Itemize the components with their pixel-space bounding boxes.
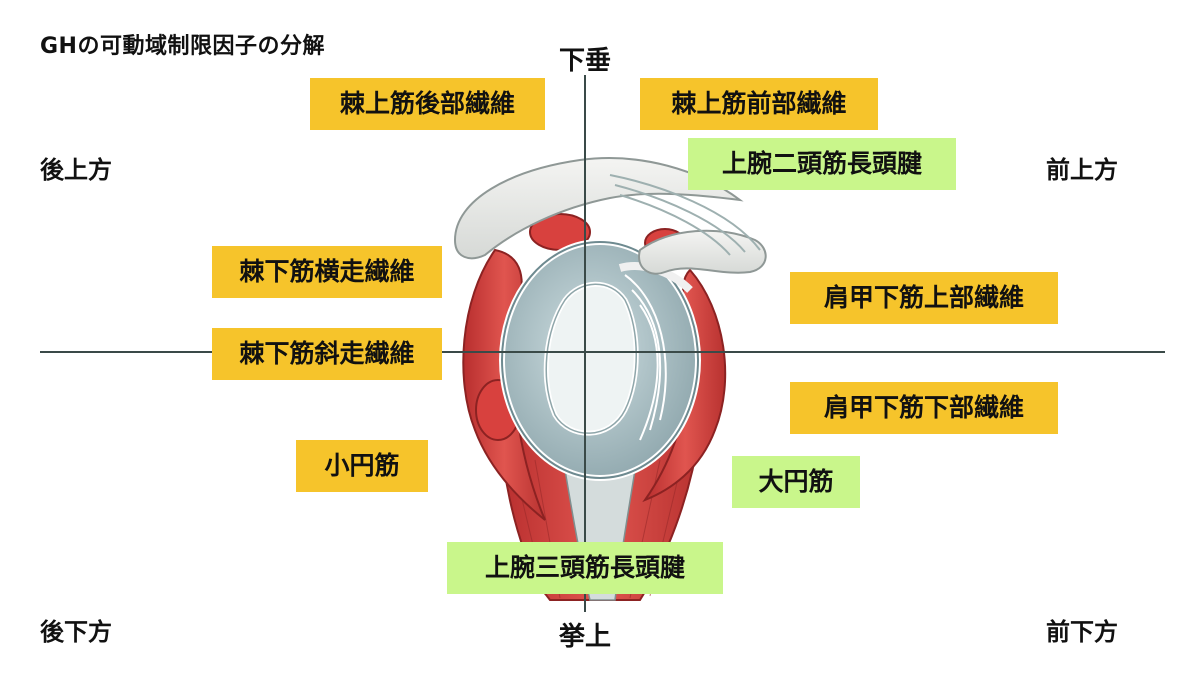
page-title: GHの可動域制限因子の分解 <box>40 34 325 59</box>
tag-biceps-long-head: 上腕二頭筋長頭腱 <box>688 138 956 190</box>
acromion <box>453 157 744 260</box>
tag-subscapularis-upper: 肩甲下筋上部繊維 <box>790 272 1058 324</box>
tag-teres-major: 大円筋 <box>732 456 860 508</box>
tag-infraspinatus-oblique: 棘下筋斜走繊維 <box>212 328 442 380</box>
tag-infraspinatus-transverse: 棘下筋横走繊維 <box>212 246 442 298</box>
tag-supraspinatus-posterior: 棘上筋後部繊維 <box>310 78 545 130</box>
axis-bottom-label: 挙上 <box>558 622 612 652</box>
tag-supraspinatus-anterior: 棘上筋前部繊維 <box>640 78 878 130</box>
direction-lower-left: 後下方 <box>40 618 112 646</box>
axis-top-label: 下垂 <box>558 46 612 76</box>
glenoid-fossa <box>499 239 701 481</box>
direction-upper-left: 後上方 <box>40 156 112 184</box>
tag-triceps-long-head: 上腕三頭筋長頭腱 <box>447 542 723 594</box>
coracoid-process <box>609 174 767 275</box>
direction-upper-right: 前上方 <box>1046 156 1118 184</box>
direction-lower-right: 前下方 <box>1046 618 1118 646</box>
tag-teres-minor: 小円筋 <box>296 440 428 492</box>
tag-subscapularis-lower: 肩甲下筋下部繊維 <box>790 382 1058 434</box>
